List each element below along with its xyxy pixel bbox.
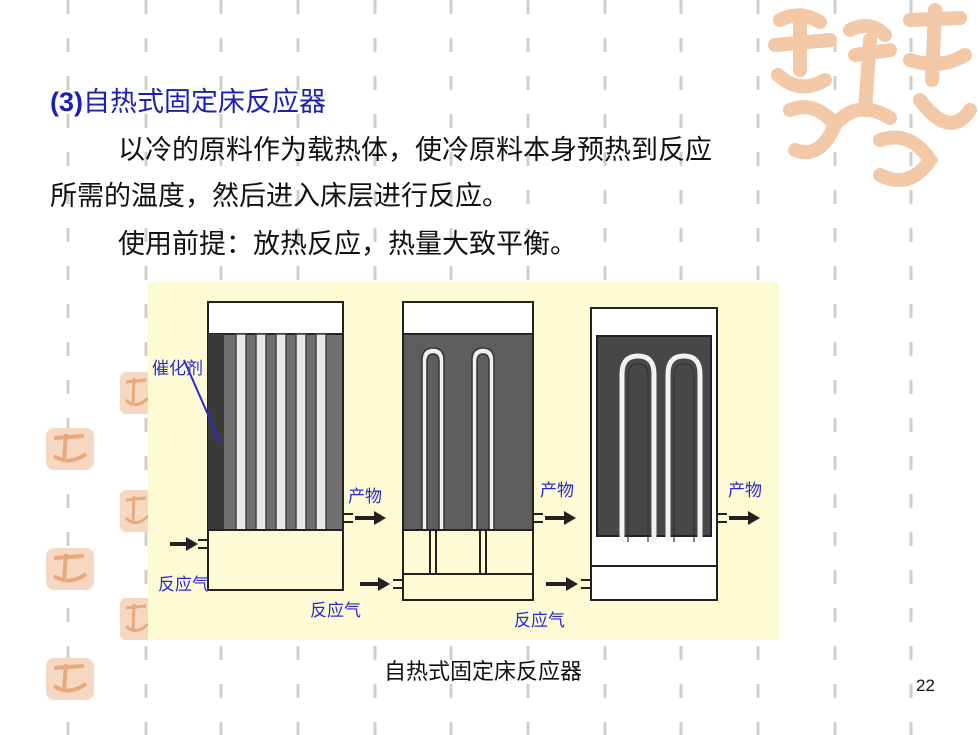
reactor-3 — [581, 307, 727, 601]
decorative-seal-small — [46, 658, 94, 700]
reactor-1 — [198, 301, 353, 591]
decorative-seal-logo — [768, 3, 977, 187]
product-arrow-2-head — [564, 511, 576, 525]
decorative-seal-small — [120, 372, 152, 414]
reactor-2 — [393, 301, 543, 601]
decorative-seal-small — [120, 598, 152, 640]
product-arrow-3-head — [748, 511, 760, 525]
reactor-diagram: 催化剂 产物 产物 产物 反应气 反应气 反应气 — [148, 282, 779, 640]
label-feed-1: 反应气 — [158, 575, 209, 595]
label-product-2: 产物 — [540, 481, 574, 501]
feed-arrow-3-head — [566, 577, 578, 591]
slide-title: (3)自热式固定床反应器 — [50, 80, 326, 119]
body-line-3: 使用前提：放热反应，热量大致平衡。 — [118, 229, 577, 260]
feed-arrow-1-head — [186, 537, 198, 551]
feed-arrow-2-head — [378, 577, 390, 591]
page-number: 22 — [916, 676, 935, 695]
product-arrow-1-head — [374, 511, 386, 525]
label-feed-2: 反应气 — [310, 601, 361, 621]
catalyst-pointer-line — [183, 359, 221, 443]
body-line-2: 所需的温度，然后进入床层进行反应。 — [50, 181, 509, 212]
body-line-1: 以冷的原料作为载热体，使冷原料本身预热到反应 — [118, 135, 712, 166]
figure-caption: 自热式固定床反应器 — [384, 660, 583, 685]
label-catalyst: 催化剂 — [152, 359, 203, 379]
title-number: (3) — [50, 87, 83, 117]
label-product-3: 产物 — [728, 481, 762, 501]
decorative-seal-small — [46, 548, 94, 590]
label-product-1: 产物 — [348, 487, 382, 507]
decorative-seal-small — [46, 428, 94, 470]
label-feed-3: 反应气 — [514, 611, 565, 631]
decorative-seal-small — [120, 490, 152, 532]
title-text: 自热式固定床反应器 — [83, 87, 326, 118]
